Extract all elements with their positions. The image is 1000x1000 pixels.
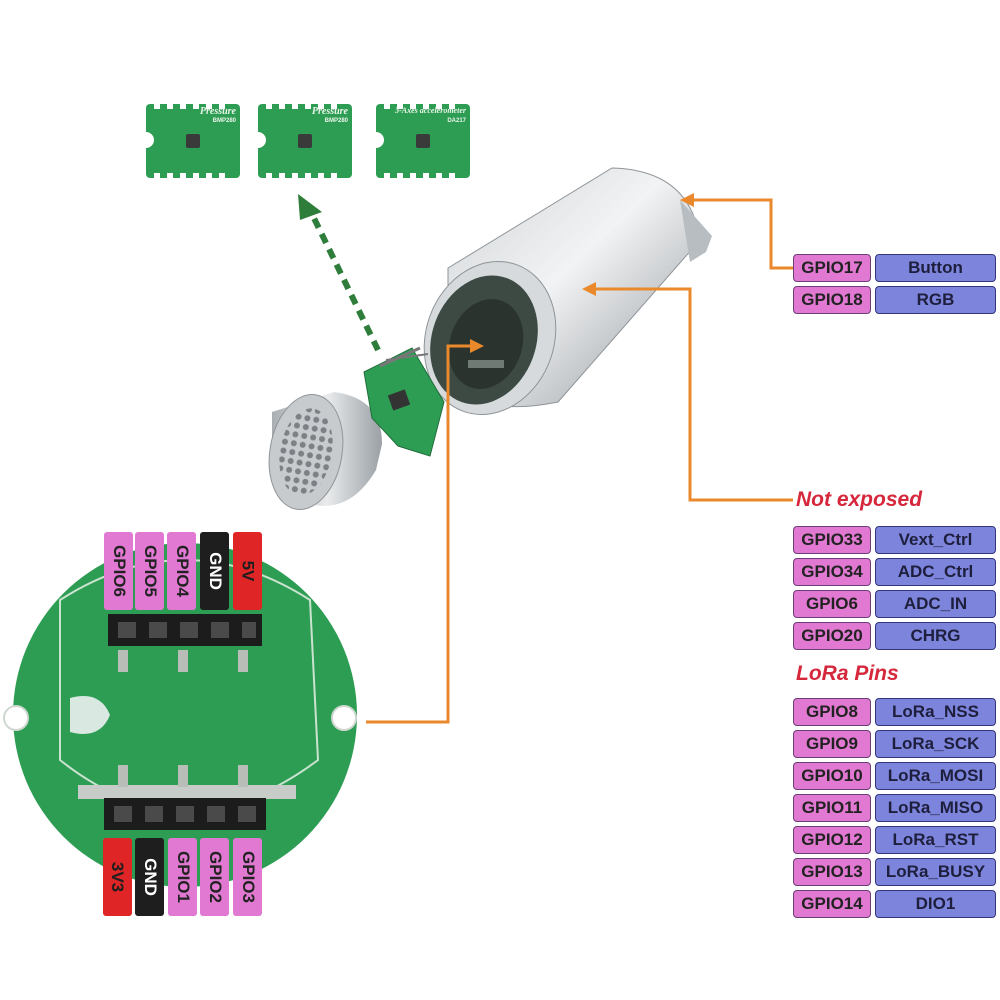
module-subtitle: DA217 [447, 118, 466, 124]
module-title: Pressure [199, 106, 236, 117]
function-label: Vext_Ctrl [875, 526, 996, 554]
gpio-label: GPIO34 [793, 558, 871, 586]
gpio-label: GPIO8 [793, 698, 871, 726]
pin-row: GPIO12 LoRa_RST [793, 826, 996, 856]
function-label: CHRG [875, 622, 996, 650]
function-label: LoRa_RST [875, 826, 996, 854]
function-label: RGB [875, 286, 996, 314]
pin-row-button: GPIO17 Button [793, 254, 996, 284]
housing [423, 167, 712, 415]
gpio-label: GPIO10 [793, 762, 871, 790]
gpio-label: GPIO9 [793, 730, 871, 758]
leader-lora [366, 344, 472, 724]
function-label: ADC_Ctrl [875, 558, 996, 586]
function-label: DIO1 [875, 890, 996, 918]
function-label: LoRa_MISO [875, 794, 996, 822]
chip [298, 134, 312, 148]
top-header-pin: 5V [233, 532, 262, 610]
pin-row: GPIO10 LoRa_MOSI [793, 762, 996, 792]
sensor-board [363, 346, 445, 457]
top-header-pin: GPIO4 [167, 532, 196, 610]
gpio-label: GPIO12 [793, 826, 871, 854]
function-label: ADC_IN [875, 590, 996, 618]
pin-row: GPIO14 DIO1 [793, 890, 996, 920]
pin-row: GPIO20 CHRG [793, 622, 996, 652]
sensor-cap [268, 392, 382, 510]
chip [186, 134, 200, 148]
function-label: LoRa_SCK [875, 730, 996, 758]
pressure-module-2: Pressure BMP280 [250, 104, 352, 178]
pressure-module-1: Pressure BMP280 [138, 104, 240, 178]
bottom-header-pin: GPIO1 [168, 838, 197, 916]
pin-row: GPIO9 LoRa_SCK [793, 730, 996, 760]
top-header-pin: GND [200, 532, 229, 610]
accelerometer-module: 3-Axes accelerometer DA217 [368, 104, 470, 178]
bottom-header-pin: GND [135, 838, 164, 916]
not-exposed-heading: Not exposed [796, 488, 923, 511]
gpio-label: GPIO20 [793, 622, 871, 650]
function-label: LoRa_NSS [875, 698, 996, 726]
leader-not-exposed [594, 287, 793, 502]
gpio-label: GPIO18 [793, 286, 871, 314]
pin-row: GPIO8 LoRa_NSS [793, 698, 996, 728]
gpio-label: GPIO13 [793, 858, 871, 886]
gpio-label: GPIO17 [793, 254, 871, 282]
bottom-header-pin: GPIO2 [200, 838, 229, 916]
module-title: 3-Axes accelerometer [395, 106, 466, 115]
bottom-header-pin: 3V3 [103, 838, 132, 916]
leader-lines [366, 193, 793, 724]
pin-row-rgb: GPIO18 RGB [793, 286, 996, 316]
gpio-label: GPIO11 [793, 794, 871, 822]
module-subtitle: BMP280 [324, 118, 348, 124]
lora-heading: LoRa Pins [796, 662, 899, 685]
leader-button-rgb [690, 198, 793, 270]
function-label: LoRa_MOSI [875, 762, 996, 790]
function-label: Button [875, 254, 996, 282]
module-subtitle: BMP280 [212, 118, 236, 124]
dashed-arrow [298, 194, 381, 352]
gpio-label: GPIO6 [793, 590, 871, 618]
bottom-header-pin: GPIO3 [233, 838, 262, 916]
gpio-label: GPIO14 [793, 890, 871, 918]
top-header-pin: GPIO6 [104, 532, 133, 610]
pin-row: GPIO34 ADC_Ctrl [793, 558, 996, 588]
top-header-pin: GPIO5 [135, 532, 164, 610]
function-label: LoRa_BUSY [875, 858, 996, 886]
chip [416, 134, 430, 148]
pin-row: GPIO13 LoRa_BUSY [793, 858, 996, 888]
gpio-label: GPIO33 [793, 526, 871, 554]
pin-row: GPIO6 ADC_IN [793, 590, 996, 620]
module-title: Pressure [311, 106, 348, 117]
pin-row: GPIO33 Vext_Ctrl [793, 526, 996, 556]
pin-row: GPIO11 LoRa_MISO [793, 794, 996, 824]
